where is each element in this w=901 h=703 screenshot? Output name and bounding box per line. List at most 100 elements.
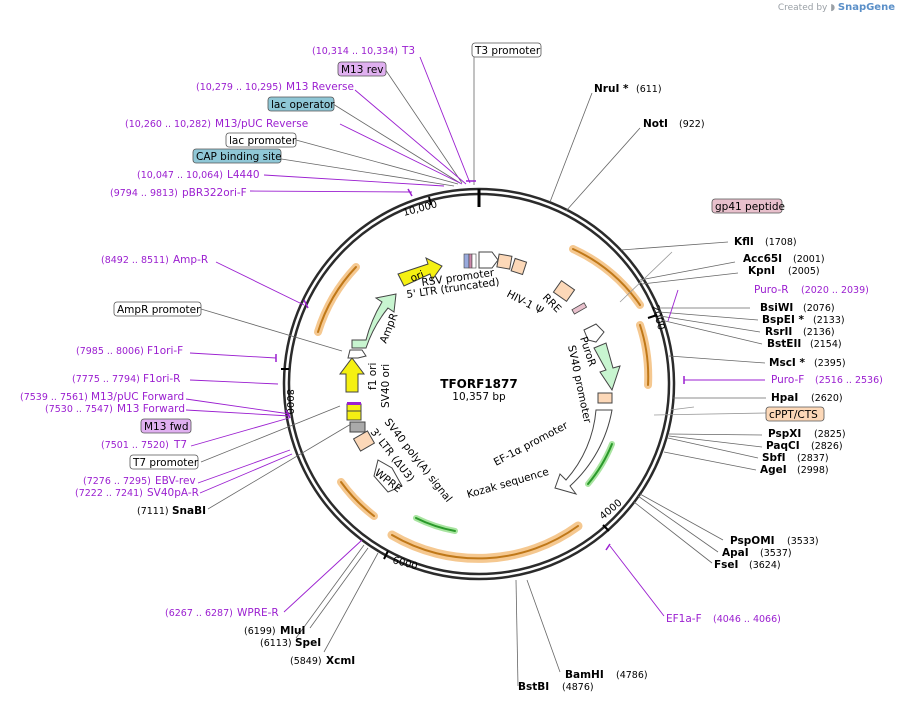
site-pspxi[interactable]: PspXI xyxy=(768,428,801,440)
primer-f1ori-r[interactable]: F1ori-R xyxy=(143,373,180,385)
credit: Created by ◗ SnapGene xyxy=(778,2,895,13)
label-ori: ori xyxy=(409,269,426,285)
site-spei-pos: (6113) xyxy=(260,638,292,649)
site-bsiwi[interactable]: BsiWI xyxy=(760,302,793,314)
label-lac-operator[interactable]: lac operator xyxy=(271,99,335,111)
primer-puro-f[interactable]: Puro-F xyxy=(771,374,804,386)
label-ampr-promoter[interactable]: AmpR promoter xyxy=(117,304,201,316)
site-agei-pos: (2998) xyxy=(797,465,829,476)
ef1a-promoter-shape xyxy=(554,409,613,495)
backbone xyxy=(282,187,676,581)
site-msci[interactable]: MscI * xyxy=(769,357,805,369)
tick-label-8000: 8000 xyxy=(284,389,295,414)
primer-l4440[interactable]: L4440 xyxy=(227,169,260,181)
primer-t3[interactable]: T3 xyxy=(401,45,415,57)
site-acc65i[interactable]: Acc65I xyxy=(743,253,782,265)
primer-m13-reverse-pos: (10,279 .. 10,295) xyxy=(196,82,282,93)
plasmid-title: TFORF1877 10,357 bp xyxy=(440,377,517,403)
cppt-shape xyxy=(597,392,613,404)
primer-m13-puc-reverse-pos: (10,260 .. 10,282) xyxy=(125,119,211,130)
site-hpai[interactable]: HpaI xyxy=(771,392,798,404)
site-bstbi[interactable]: BstBI xyxy=(518,681,549,693)
label-f1-ori: f1 ori xyxy=(367,363,379,390)
label-hiv-psi: HIV-1 Ψ xyxy=(505,288,546,317)
primer-pbr322ori-f[interactable]: pBR322ori-F xyxy=(182,187,247,199)
site-pspomi[interactable]: PspOMI xyxy=(730,535,775,547)
primer-m13-puc-reverse[interactable]: M13/pUC Reverse xyxy=(215,118,308,130)
primer-m13-puc-forward-pos: (7539 .. 7561) xyxy=(20,392,88,403)
site-bspei[interactable]: BspEI * xyxy=(762,314,805,326)
site-nrui-pos: (611) xyxy=(636,84,662,95)
site-sbfi[interactable]: SbfI xyxy=(762,452,786,464)
gp41-shape xyxy=(571,302,588,315)
site-bsteii[interactable]: BstEII xyxy=(767,338,801,350)
cut-sites-right: NruI * (611) NotI (922) KflI (1708) Acc6… xyxy=(518,83,883,693)
site-paqci[interactable]: PaqCI xyxy=(766,440,800,452)
primer-wpre-r[interactable]: WPRE-R xyxy=(237,607,279,619)
label-m13-rev[interactable]: M13 rev xyxy=(341,64,384,76)
label-t7-promoter[interactable]: T7 promoter xyxy=(132,457,199,469)
labels-left: (10,314 .. 10,334) T3 (10,279 .. 10,295)… xyxy=(20,45,415,667)
label-ef1a-promoter: EF-1α promoter xyxy=(492,419,571,468)
label-lac-promoter[interactable]: lac promoter xyxy=(229,135,297,147)
site-apai[interactable]: ApaI xyxy=(722,547,749,559)
primer-m13-forward[interactable]: M13 Forward xyxy=(117,403,185,415)
primer-ef1a-f[interactable]: EF1a-F xyxy=(666,613,702,625)
primer-ebv-rev[interactable]: EBV-rev xyxy=(155,475,196,487)
primer-pbr322ori-f-pos: (9794 .. 9813) xyxy=(110,188,178,199)
primer-amp-r[interactable]: Amp-R xyxy=(173,254,208,266)
site-bamhi-pos: (4786) xyxy=(616,670,648,681)
site-kfli[interactable]: KflI xyxy=(734,236,754,248)
site-sbfi-pos: (2837) xyxy=(797,453,829,464)
inner-features xyxy=(339,251,621,495)
site-acc65i-pos: (2001) xyxy=(793,254,825,265)
credit-prefix: Created by xyxy=(777,3,828,13)
label-t3-promoter[interactable]: T3 promoter xyxy=(474,45,541,57)
primer-sv40pa-r-pos: (7222 .. 7241) xyxy=(75,488,143,499)
rre-shape xyxy=(552,279,576,303)
site-bamhi[interactable]: BamHI xyxy=(565,669,604,681)
primer-m13-puc-forward[interactable]: M13/pUC Forward xyxy=(91,391,184,403)
orf-arcs xyxy=(314,245,653,563)
site-xcmi[interactable]: XcmI xyxy=(326,655,355,667)
site-fsei[interactable]: FseI xyxy=(714,559,738,571)
site-bspei-pos: (2133) xyxy=(813,315,845,326)
site-pspxi-pos: (2825) xyxy=(814,429,846,440)
site-agei[interactable]: AgeI xyxy=(760,464,787,476)
site-mlui[interactable]: MluI xyxy=(280,625,305,637)
snapgene-logo-icon: ◗ xyxy=(830,3,835,13)
primer-puro-r[interactable]: Puro-R xyxy=(754,284,789,296)
green-arcs xyxy=(413,441,615,534)
primer-t7[interactable]: T7 xyxy=(173,439,187,451)
label-kozak: Kozak sequence xyxy=(466,466,551,501)
label-gp41[interactable]: gp41 peptide xyxy=(715,201,785,213)
label-sv40-ori: SV40 ori xyxy=(380,364,392,408)
site-nrui[interactable]: NruI * xyxy=(594,83,629,95)
primer-m13-reverse[interactable]: M13 Reverse xyxy=(286,81,354,93)
label-cap-site[interactable]: CAP binding site xyxy=(196,151,282,163)
site-noti-pos: (922) xyxy=(679,119,705,130)
site-snabi[interactable]: SnaBI xyxy=(172,505,206,517)
label-cppt[interactable]: cPPT/CTS xyxy=(769,409,818,421)
primer-amp-r-pos: (8492 .. 8511) xyxy=(101,255,169,266)
wpre-shape xyxy=(373,459,403,493)
site-kfli-pos: (1708) xyxy=(765,237,797,248)
site-noti[interactable]: NotI xyxy=(643,118,668,130)
site-spei[interactable]: SpeI xyxy=(295,637,321,649)
site-kpni[interactable]: KpnI xyxy=(748,265,775,277)
site-rsrii[interactable]: RsrII xyxy=(765,326,792,338)
primer-sv40pa-r[interactable]: SV40pA-R xyxy=(147,487,199,499)
primer-ebv-rev-pos: (7276 .. 7295) xyxy=(83,476,151,487)
site-bsteii-pos: (2154) xyxy=(810,339,842,350)
boxed-labels: T3 promoter M13 rev lac operator lac pro… xyxy=(113,42,825,470)
label-m13-fwd[interactable]: M13 fwd xyxy=(144,421,189,433)
site-apai-pos: (3537) xyxy=(760,548,792,559)
primer-f1ori-f[interactable]: F1ori-F xyxy=(147,345,183,357)
puror-shape xyxy=(593,342,621,392)
sv40-promoter-shape xyxy=(583,323,605,343)
primer-l4440-pos: (10,047 .. 10,064) xyxy=(137,170,223,181)
primer-wpre-r-pos: (6267 .. 6287) xyxy=(165,608,233,619)
primer-ef1a-f-pos: (4046 .. 4066) xyxy=(713,614,781,625)
primer-lines xyxy=(185,56,765,617)
